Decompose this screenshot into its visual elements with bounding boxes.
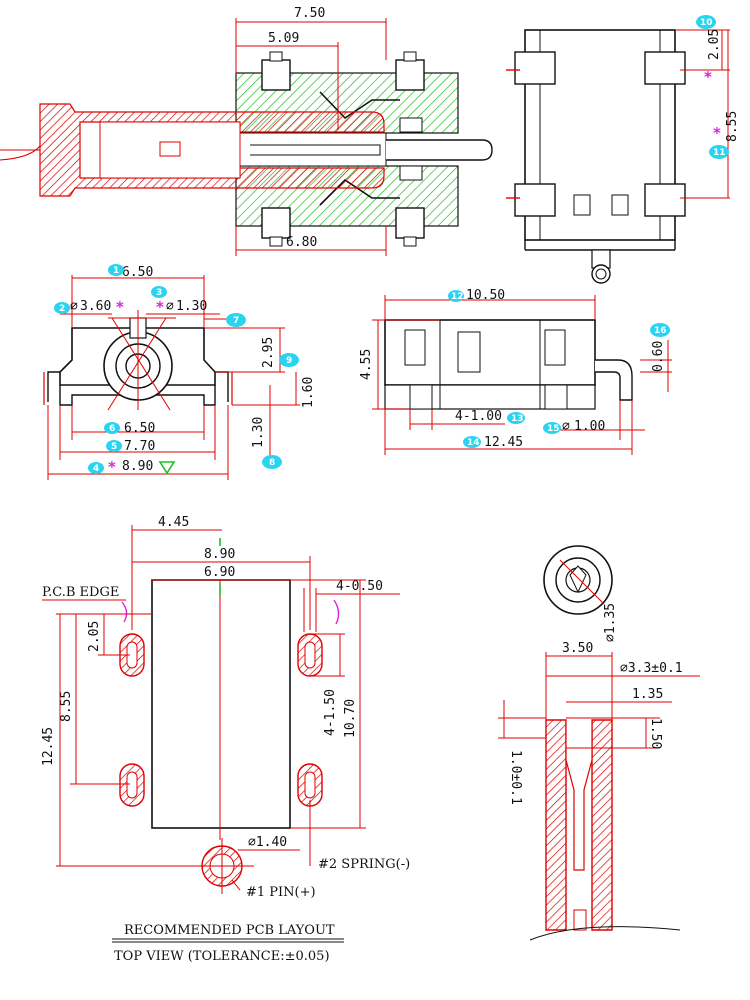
dim-side2-12-45: 12.45 — [484, 435, 523, 450]
dim-pin-1-35: 1.35 — [632, 687, 663, 702]
dim-side2-0-60: 0.60 — [651, 341, 666, 372]
dim-side-5-09: 5.09 — [268, 31, 299, 46]
callout-6: 6 — [109, 424, 115, 434]
pcb-body-outline — [151, 579, 291, 829]
dim-top-2-05: 2.05 — [707, 29, 722, 60]
dim-pcb-4-050: 4-0.50 — [336, 579, 383, 594]
spring-label: #2 SPRING(-) — [318, 857, 410, 872]
dim-pcb-4-45: 4.45 — [158, 515, 189, 530]
callout-7: 7 — [233, 316, 239, 326]
callout-16: 16 — [654, 326, 667, 336]
dim-side2-4-55: 4.55 — [359, 349, 374, 380]
caption-top-view: TOP VIEW (TOLERANCE:±0.05) — [114, 949, 330, 964]
top-view-housing: 2.05 8.55 * * 10 11 — [506, 15, 740, 284]
pcb-layout: 4.45 8.90 6.90 4-0.50 P.C.B EDGE 2.05 8.… — [41, 515, 410, 964]
dim-side2-1-00: 1.00 — [574, 419, 605, 434]
dim-pcb-8-90: 8.90 — [204, 547, 235, 562]
callout-4: 4 — [93, 464, 99, 474]
callout-14: 14 — [467, 438, 480, 448]
dim-pcb-10-70: 10.70 — [343, 699, 358, 738]
side-view-elevation: 4.55 12 10.50 4-1.00 13 15 ⌀ 1.00 14 12.… — [359, 288, 672, 455]
dim-front-3-60: 3.60 — [80, 299, 111, 314]
callout-15: 15 — [547, 424, 560, 434]
star-mark-3: * — [116, 298, 124, 316]
dim-front-1-30-side: 1.30 — [251, 417, 266, 448]
flatness-triangle-mark — [158, 461, 176, 475]
dim-front-1-60: 1.60 — [301, 377, 316, 408]
dim-top-8-55: 8.55 — [725, 111, 740, 142]
dim-pcb-6-90: 6.90 — [204, 565, 235, 580]
star-mark-4: * — [156, 298, 164, 316]
dim-front-7-70: 7.70 — [124, 439, 155, 454]
dim-pin-1-35-dia: ⌀1.35 — [603, 603, 618, 642]
dim-side2-10-50: 10.50 — [466, 288, 505, 303]
dim-side2-4-100: 4-1.00 — [455, 409, 502, 424]
pcb-edge-label: P.C.B EDGE — [42, 585, 119, 600]
dim-side-7-50: 7.50 — [294, 6, 325, 21]
housing-cavity — [235, 132, 387, 167]
dim-front-1-30: 1.30 — [176, 299, 207, 314]
callout-5: 5 — [111, 442, 117, 452]
star-mark-2: * — [713, 124, 721, 142]
dia-mark-1-30: ⌀ — [166, 299, 174, 314]
dia-mark-side2: ⌀ — [562, 419, 570, 434]
caption-recommended-layout: RECOMMENDED PCB LAYOUT — [124, 923, 335, 938]
dia-mark-3-60: ⌀ — [70, 299, 78, 314]
dim-pin-1-0: 1.0±0.1 — [508, 750, 523, 805]
star-mark-1: * — [704, 68, 712, 86]
dim-pin-1-50: 1.50 — [648, 718, 663, 749]
pin-detail: ⌀1.35 3.50 ⌀3.3±0.1 1.35 1.50 1.0±0.1 — [498, 545, 700, 941]
dim-pcb-8-55: 8.55 — [59, 691, 74, 722]
dim-pin-3-3: ⌀3.3±0.1 — [620, 661, 683, 676]
dim-front-2-95: 2.95 — [261, 337, 276, 368]
callout-8: 8 — [269, 458, 275, 468]
dim-front-6-50-bottom: 6.50 — [124, 421, 155, 436]
dim-pcb-12-45: 12.45 — [41, 727, 56, 766]
callout-3: 3 — [156, 288, 162, 298]
dim-pcb-2-05: 2.05 — [87, 621, 102, 652]
callout-10: 10 — [700, 18, 713, 28]
pin-sleeve — [545, 719, 567, 931]
callout-9: 9 — [286, 356, 292, 366]
side-view-cross-section: 7.50 5.09 6.80 — [0, 6, 493, 256]
pin-label: #1 PIN(+) — [246, 885, 316, 900]
callout-1: 1 — [113, 266, 119, 276]
callout-11: 11 — [713, 148, 726, 158]
dim-front-6-50-top: 6.50 — [122, 265, 153, 280]
callout-12: 12 — [451, 292, 464, 302]
dim-side-6-80: 6.80 — [286, 235, 317, 250]
dim-pcb-4-150: 4-1.50 — [323, 689, 338, 736]
dim-pin-3-50: 3.50 — [562, 641, 593, 656]
dim-pcb-1-40: ⌀1.40 — [248, 835, 287, 850]
dim-front-8-90: 8.90 — [122, 459, 153, 474]
callout-13: 13 — [511, 414, 524, 424]
star-mark-5: * — [108, 458, 116, 476]
front-view: 6.50 1 2 ⌀ 3.60 * 3 * ⌀ 1.30 7 2.95 9 1.… — [43, 264, 316, 480]
plug-body — [39, 103, 385, 197]
callout-2: 2 — [59, 304, 65, 314]
